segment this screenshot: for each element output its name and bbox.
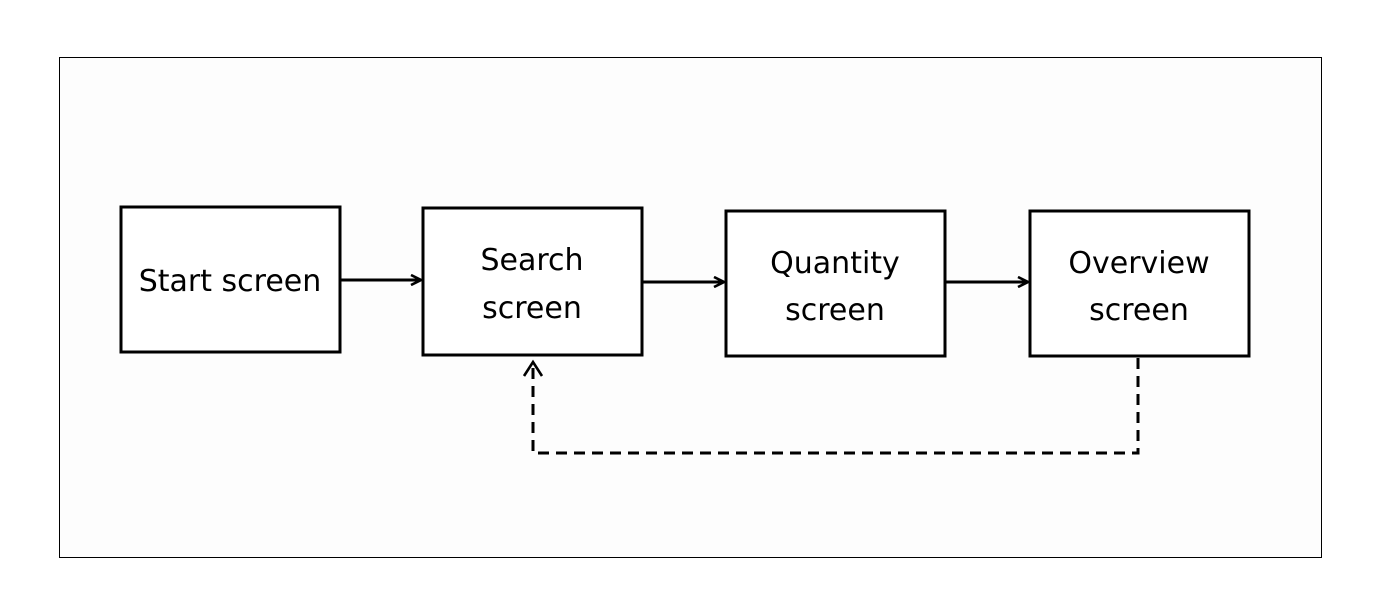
node-search-screen: Search screen xyxy=(421,206,644,357)
node-quantity-label-line1: Quantity xyxy=(770,246,900,281)
node-start-label: Start screen xyxy=(139,264,322,299)
node-overview-screen: Overview screen xyxy=(1028,209,1251,358)
node-quantity-label-line2: screen xyxy=(785,293,885,328)
dashed-arrow-head xyxy=(522,359,544,377)
edge-overview-to-search-dashed xyxy=(531,358,1140,455)
node-overview-label-line1: Overview xyxy=(1068,246,1209,281)
node-search-label-line2: screen xyxy=(482,291,582,326)
node-quantity-screen: Quantity screen xyxy=(724,209,947,358)
node-search-label-line1: Search xyxy=(480,243,583,278)
node-start-screen: Start screen xyxy=(119,205,342,354)
node-overview-label-line2: screen xyxy=(1089,293,1189,328)
